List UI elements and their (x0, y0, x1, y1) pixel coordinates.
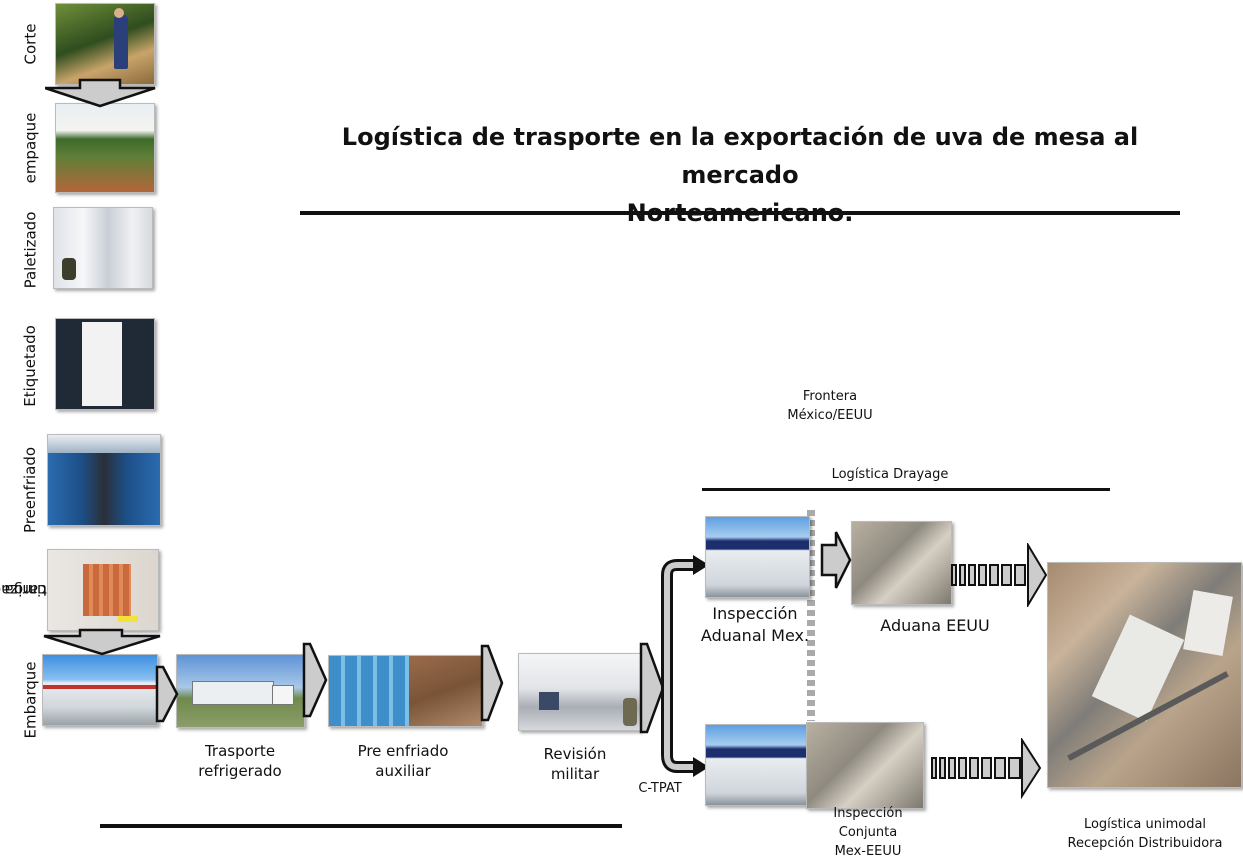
photo-corte (55, 3, 155, 85)
label-embarque: Embarque (20, 660, 40, 740)
label-optimizacion: Optimizaciónde carga (8, 540, 48, 640)
photo-inspeccion-aduanal-mex (705, 516, 810, 598)
bottom-underline (100, 824, 622, 828)
label-empaque: empaque (20, 105, 40, 190)
arrow-embarque-trasporte (155, 665, 179, 723)
photo-preenfriado (47, 434, 161, 526)
arrow-trasporte-preenfriado (302, 640, 328, 720)
photo-empaque (55, 103, 155, 193)
photo-embarque (42, 654, 158, 726)
label-paletizado: Paletizado (20, 205, 40, 295)
caption-aduana-eeuu: Aduana EEUU (860, 615, 1010, 637)
photo-recepcion-distribuidora (1047, 562, 1242, 788)
photo-inspeccion-conjunta-b (806, 722, 924, 809)
photo-paletizado (53, 207, 153, 289)
label-etiquetado: Etiquetado (20, 318, 40, 413)
photo-aduana-eeuu (851, 521, 952, 605)
photo-revision-militar (518, 653, 642, 731)
label-corte: Corte (20, 5, 40, 83)
label-preenfriado: Preenfriado (20, 442, 40, 537)
arrow-corte-empaque (45, 78, 165, 108)
photo-etiquetado (55, 318, 155, 410)
striped-arrow-lower (930, 738, 1042, 802)
photo-trasporte (176, 654, 305, 728)
photo-inspeccion-conjunta-a (705, 724, 807, 806)
drayage-underline (702, 488, 1110, 491)
title-underline (300, 211, 1180, 215)
photo-optimizacion (47, 549, 159, 631)
arrow-preenfriado-revision (480, 642, 504, 724)
title-line-1: Logística de trasporte en la exportación… (290, 118, 1190, 194)
caption-drayage: Logística Drayage (790, 465, 990, 484)
arrow-optimizacion-embarque (42, 628, 167, 656)
striped-arrow-upper (950, 543, 1048, 607)
photo-preenfriado-auxiliar (328, 655, 483, 727)
arrow-inspeccion-aduana (820, 530, 852, 590)
